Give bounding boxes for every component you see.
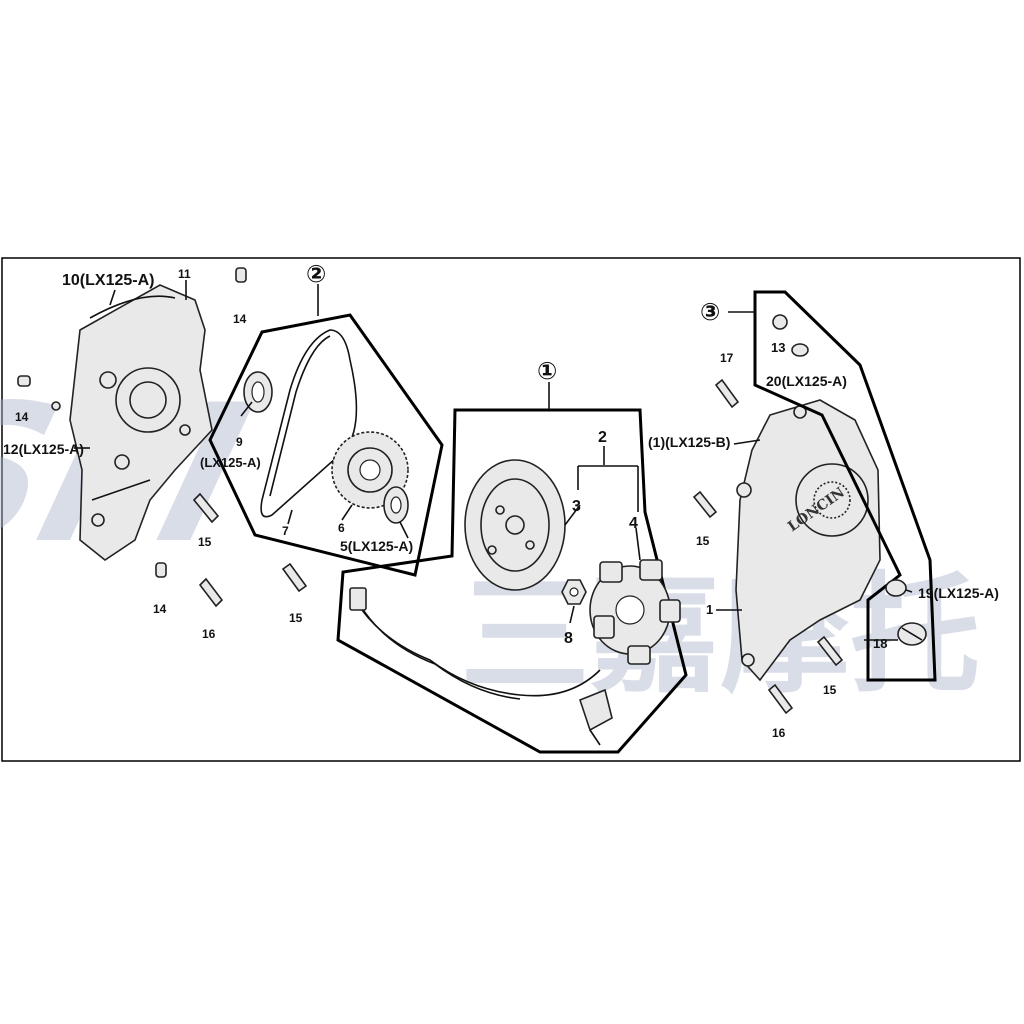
label-16-b: 16 xyxy=(772,726,786,740)
cap-13 xyxy=(772,314,788,330)
label-15-d: 15 xyxy=(823,683,837,697)
label-1-b: (1)(LX125-B) xyxy=(648,434,730,450)
label-12: 12(LX125-A) xyxy=(3,441,84,457)
cover-cap-ring xyxy=(813,481,851,519)
label-15-b: 15 xyxy=(289,611,303,625)
label-14-left: 14 xyxy=(15,410,29,424)
o-ring-19 xyxy=(885,579,907,597)
label-10: 10(LX125-A) xyxy=(62,272,154,289)
label-6: 6 xyxy=(338,521,345,535)
label-1: 1 xyxy=(706,602,713,617)
part-labels: 10(LX125-A) 11 14 14 12(LX125-A) 15 14 1… xyxy=(3,261,999,740)
label-2: 2 xyxy=(598,429,607,446)
label-14-top: 14 xyxy=(233,312,247,326)
label-3: 3 xyxy=(572,498,581,515)
label-16-a: 16 xyxy=(202,627,216,641)
label-11: 11 xyxy=(178,267,191,281)
connector xyxy=(349,587,367,611)
right-fasteners xyxy=(692,378,844,715)
label-group-2: ② xyxy=(306,261,326,288)
label-group-1: ① xyxy=(537,358,557,385)
label-17: 17 xyxy=(720,351,734,365)
magneto-assembly xyxy=(349,459,681,746)
o-ring-20 xyxy=(791,343,809,357)
stator-coil xyxy=(589,559,681,665)
label-20: 20(LX125-A) xyxy=(766,373,847,389)
label-18: 18 xyxy=(873,636,887,651)
chain-7 xyxy=(260,329,358,518)
chain-assembly xyxy=(243,329,409,524)
label-4: 4 xyxy=(629,515,638,532)
label-19: 19(LX125-A) xyxy=(918,585,999,601)
label-14-bottom: 14 xyxy=(153,602,167,616)
label-15-a: 15 xyxy=(198,535,212,549)
leader-lines xyxy=(74,280,913,641)
right-side-cover: LONCIN xyxy=(735,399,881,682)
left-crankcase-cover xyxy=(69,284,213,561)
label-5: 5(LX125-A) xyxy=(340,538,413,554)
label-group-3: ③ xyxy=(700,299,720,326)
label-9-suffix: (LX125-A) xyxy=(200,455,261,470)
group-1-outline xyxy=(336,408,688,754)
left-fasteners xyxy=(17,267,308,608)
label-15-c: 15 xyxy=(696,534,710,548)
group-3-parts xyxy=(772,314,927,646)
label-13: 13 xyxy=(771,340,785,355)
label-9: 9 xyxy=(236,435,243,449)
label-7: 7 xyxy=(282,524,289,538)
group-3-outline xyxy=(753,290,937,682)
label-8: 8 xyxy=(564,630,573,647)
group-2-outline xyxy=(208,313,444,577)
